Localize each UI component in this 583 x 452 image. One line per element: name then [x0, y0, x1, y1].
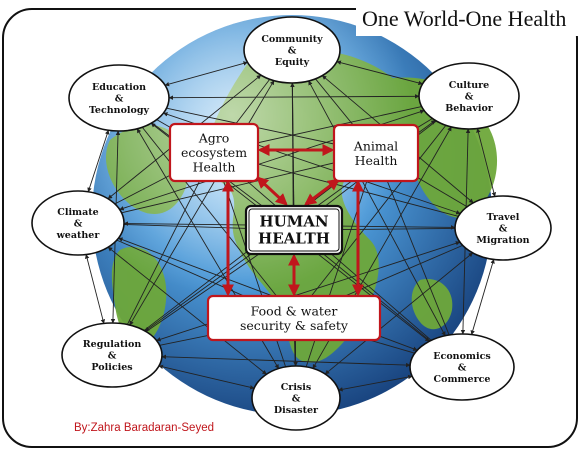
outer-node-label: Technology	[89, 105, 150, 116]
outer-node-label: &	[465, 92, 474, 103]
outer-node-culture: Culture&Behavior	[418, 62, 520, 130]
outer-node-crisis: Crisis&Disaster	[251, 365, 341, 431]
outer-node-label: Commerce	[434, 374, 491, 385]
connector-arrow	[293, 124, 447, 319]
outer-node-label: Economics	[433, 351, 490, 362]
diagram-frame	[2, 8, 578, 448]
inner-node-label: Agro	[198, 131, 230, 146]
connector-arrow	[476, 128, 497, 197]
outer-node-label: &	[74, 219, 83, 230]
inner-node-label: Food & water	[251, 303, 338, 318]
core-node-label: HUMAN	[259, 213, 328, 231]
connector-arrow	[168, 94, 420, 100]
connector-arrow	[324, 252, 474, 375]
connector-arrow	[87, 129, 110, 193]
outer-node-label: &	[499, 224, 508, 235]
outer-node-label: Community	[261, 34, 323, 45]
outer-node-label: Policies	[91, 362, 132, 373]
outer-node-label: Behavior	[445, 103, 494, 114]
outer-node-label: Climate	[57, 207, 98, 218]
outer-node-community: Community&Equity	[243, 16, 341, 84]
inner-node-label: security & safety	[240, 318, 349, 333]
outer-node-travel: Travel&Migration	[454, 195, 552, 261]
inner-node-label: Animal	[353, 138, 398, 153]
author-credit: By:Zahra Baradaran-Seyed	[74, 422, 214, 434]
connector-arrow	[338, 374, 413, 392]
outer-node-economics: Economics&Commerce	[409, 333, 515, 401]
diagram-nodes: Community&EquityEducation&TechnologyCult…	[31, 16, 552, 431]
connector-arrow	[470, 258, 495, 335]
inner-node-label: Health	[193, 160, 236, 175]
outer-node-label: Culture	[449, 80, 489, 91]
outer-node-label: &	[288, 46, 297, 57]
outer-node-label: Equity	[275, 57, 310, 68]
outer-node-label: &	[458, 363, 467, 374]
diagram-title: One World-One Health	[356, 2, 578, 36]
connector-arrow	[375, 152, 450, 336]
outer-node-label: &	[108, 351, 117, 362]
outer-node-label: Disaster	[274, 405, 319, 416]
outer-node-label: Migration	[476, 235, 529, 246]
connector-arrow	[141, 126, 295, 319]
outer-node-education: Education&Technology	[68, 64, 170, 132]
outer-node-regulation: Regulation&Policies	[61, 322, 163, 388]
connector-arrow	[84, 254, 106, 324]
outer-node-label: &	[115, 94, 124, 105]
health-connector-arrows	[222, 144, 364, 297]
inner-node-label: Health	[355, 153, 398, 168]
health-connector-arrow	[256, 176, 288, 206]
health-connector-arrow	[304, 178, 340, 206]
connector-arrow	[161, 354, 411, 368]
outer-node-label: Travel	[487, 212, 520, 223]
outer-node-climate: Climate&weather	[31, 190, 125, 256]
outer-node-label: Education	[92, 82, 146, 93]
outer-node-label: Crisis	[281, 382, 311, 393]
inner-node-label: ecosystem	[181, 145, 247, 160]
connector-arrow	[158, 364, 255, 390]
outer-node-label: weather	[56, 230, 101, 241]
core-node-label: HEALTH	[258, 230, 330, 248]
outer-node-label: &	[292, 394, 301, 405]
outer-node-label: Regulation	[83, 339, 142, 350]
